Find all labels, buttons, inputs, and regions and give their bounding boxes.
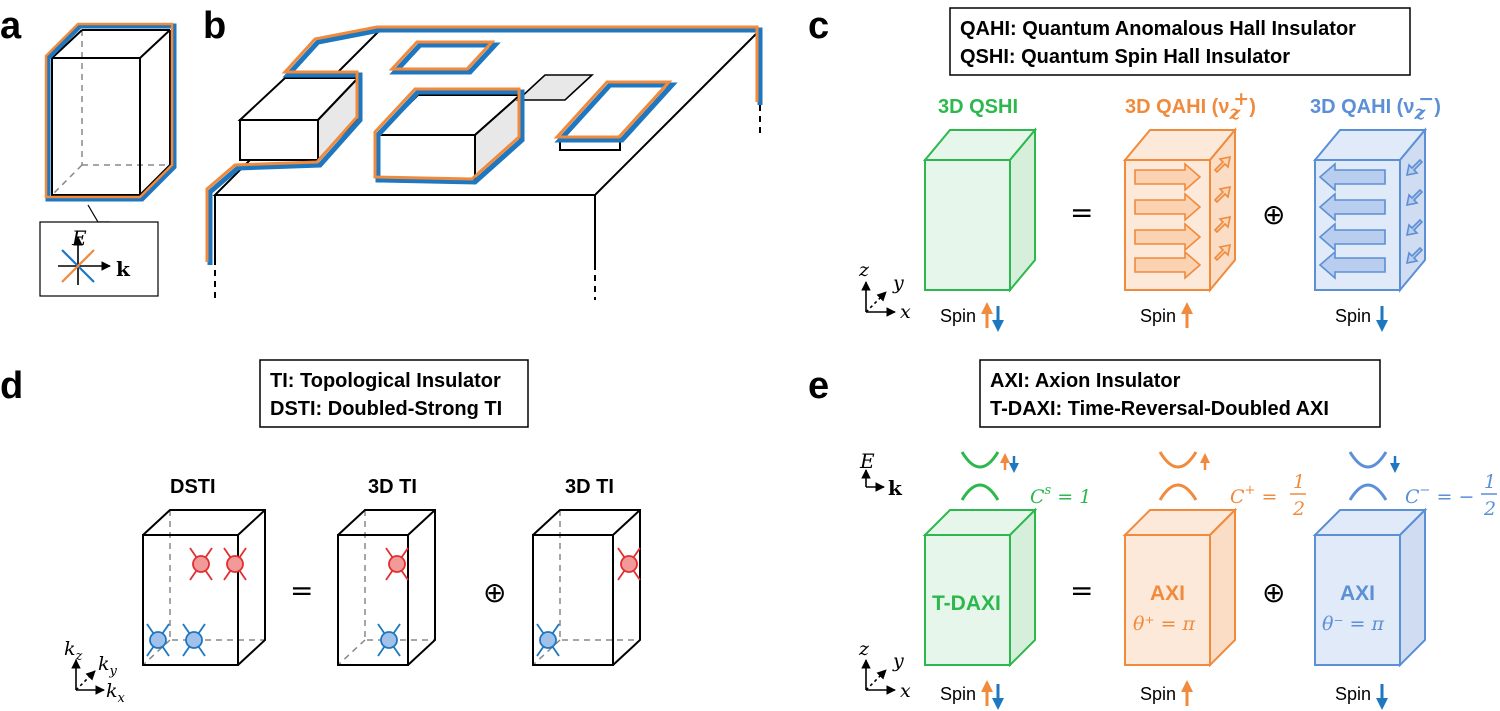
panel-d-title-ti-2: 3D TI	[565, 476, 614, 498]
panel-d-legend-line1: TI: Topological Insulator	[270, 370, 501, 392]
panel-d-title-dsti: DSTI	[170, 476, 216, 498]
panel-c-title-qahi-minus: 3D QAHI (νz−)	[1310, 88, 1441, 124]
panel-c-oplus: ⊕	[1262, 198, 1285, 231]
panel-a-inset: E k	[39, 204, 159, 297]
panel-a-cuboid	[44, 22, 177, 202]
svg-text:2: 2	[1292, 498, 1305, 520]
panel-d-oplus: ⊕	[483, 576, 506, 609]
panel-label-d: d	[0, 365, 23, 407]
panel-e-label-axi-plus: AXI	[1150, 582, 1185, 605]
panel-label-b: b	[203, 5, 226, 47]
panel-c-legend-line1: QAHI: Quantum Anomalous Hall Insulator	[960, 18, 1356, 40]
inset-momentum-label: k	[116, 257, 131, 281]
panel-c-title-qshi: 3D QSHI	[938, 96, 1018, 118]
panel-e-fraction-minus: 1 2	[1481, 471, 1497, 520]
panel-e-chern-plus: C+ =	[1230, 483, 1277, 508]
panel-c-spin-2: Spin	[1140, 302, 1193, 328]
panel-c-spin-3: Spin	[1335, 306, 1388, 332]
panel-c-cube-qahi-minus	[1312, 127, 1428, 293]
panel-c-title-qahi-plus: 3D QAHI (νz+)	[1125, 88, 1256, 124]
panel-c-legend: QAHI: Quantum Anomalous Hall Insulator Q…	[949, 7, 1411, 76]
panel-e-legend-line1: AXI: Axion Insulator	[990, 370, 1181, 392]
panel-b-edge-channel	[205, 25, 763, 265]
panel-e-axes: z y x	[858, 638, 911, 702]
panel-b-platform	[212, 29, 763, 300]
panel-e-theta-plus: θ⁺ = π	[1133, 613, 1195, 635]
svg-text:Spin: Spin	[940, 306, 976, 326]
panel-d-blue-cones	[146, 623, 560, 657]
panel-e-spin-2: Spin	[1140, 680, 1193, 706]
panel-d-cube-ti-1	[337, 509, 436, 666]
panel-e-label-axi-minus: AXI	[1340, 582, 1375, 605]
panel-label-a: a	[0, 5, 22, 47]
panel-c-cube-qahi-plus	[1122, 127, 1238, 293]
panel-e-bands-1	[960, 451, 1019, 501]
svg-text:Spin: Spin	[1335, 306, 1371, 326]
panel-e-bands-3	[1348, 451, 1400, 501]
svg-text:Spin: Spin	[940, 684, 976, 704]
svg-text:kx: kx	[106, 680, 126, 706]
panel-d-equals: =	[290, 574, 313, 607]
svg-text:1: 1	[1484, 471, 1496, 493]
svg-text:x: x	[900, 301, 911, 323]
panel-e-cube-axi-plus	[1122, 507, 1238, 668]
panel-e-energy-axis: E k	[859, 449, 903, 500]
panel-e-theta-minus: θ⁻ = π	[1322, 613, 1384, 635]
panel-e-label-tdaxi: T-DAXI	[932, 592, 1001, 615]
svg-text:y: y	[892, 650, 904, 672]
svg-text:Spin: Spin	[1140, 306, 1176, 326]
panel-e-oplus: ⊕	[1262, 576, 1285, 609]
svg-text:1: 1	[1293, 471, 1305, 493]
panel-e-chern-s: Cs = 1	[1030, 483, 1091, 508]
svg-text:Spin: Spin	[1140, 684, 1176, 704]
panel-c-legend-line2: QSHI: Quantum Spin Hall Insulator	[960, 46, 1290, 68]
panel-c-axes: z y x	[858, 259, 911, 323]
svg-text:E: E	[859, 449, 875, 473]
panel-e-legend: AXI: Axion Insulator T-DAXI: Time-Revers…	[979, 359, 1381, 428]
panel-e-cube-tdaxi	[922, 507, 1038, 668]
svg-text:z: z	[858, 259, 870, 281]
svg-text:z: z	[858, 638, 870, 660]
panel-d-legend-line2: DSTI: Doubled-Strong TI	[270, 398, 502, 420]
panel-label-c: c	[808, 5, 829, 47]
panel-e-equals: =	[1070, 574, 1093, 607]
panel-e-cube-axi-minus	[1312, 507, 1428, 668]
svg-text:Spin: Spin	[1335, 684, 1371, 704]
panel-d-cube-dsti	[142, 509, 266, 666]
panel-c-cube-qshi	[922, 127, 1038, 293]
inset-energy-label: E	[71, 226, 87, 250]
panel-label-e: e	[808, 365, 829, 407]
panel-e-legend-line2: T-DAXI: Time-Reversal-Doubled AXI	[990, 398, 1329, 420]
panel-e-fraction-plus: 1 2	[1290, 471, 1306, 520]
svg-text:x: x	[900, 680, 911, 702]
panel-e-bands-2	[1158, 451, 1210, 501]
panel-d-title-ti-1: 3D TI	[368, 476, 417, 498]
panel-c-equals: =	[1070, 196, 1093, 229]
panel-d-axes: kz ky kx	[64, 638, 126, 706]
panel-e-spin-3: Spin	[1335, 684, 1388, 710]
svg-text:2: 2	[1483, 498, 1496, 520]
panel-e-spin-1: Spin	[940, 680, 1004, 710]
panel-e-chern-minus: C− = −	[1405, 483, 1474, 508]
panel-d-legend: TI: Topological Insulator DSTI: Doubled-…	[259, 359, 529, 428]
panel-d-red-cones	[189, 547, 641, 581]
panel-d-cube-ti-2	[532, 509, 641, 666]
panel-c-spin-1: Spin	[940, 302, 1004, 332]
svg-text:y: y	[892, 272, 904, 294]
svg-text:k: k	[888, 476, 903, 500]
svg-text:kz: kz	[64, 638, 83, 664]
svg-text:ky: ky	[98, 653, 118, 679]
